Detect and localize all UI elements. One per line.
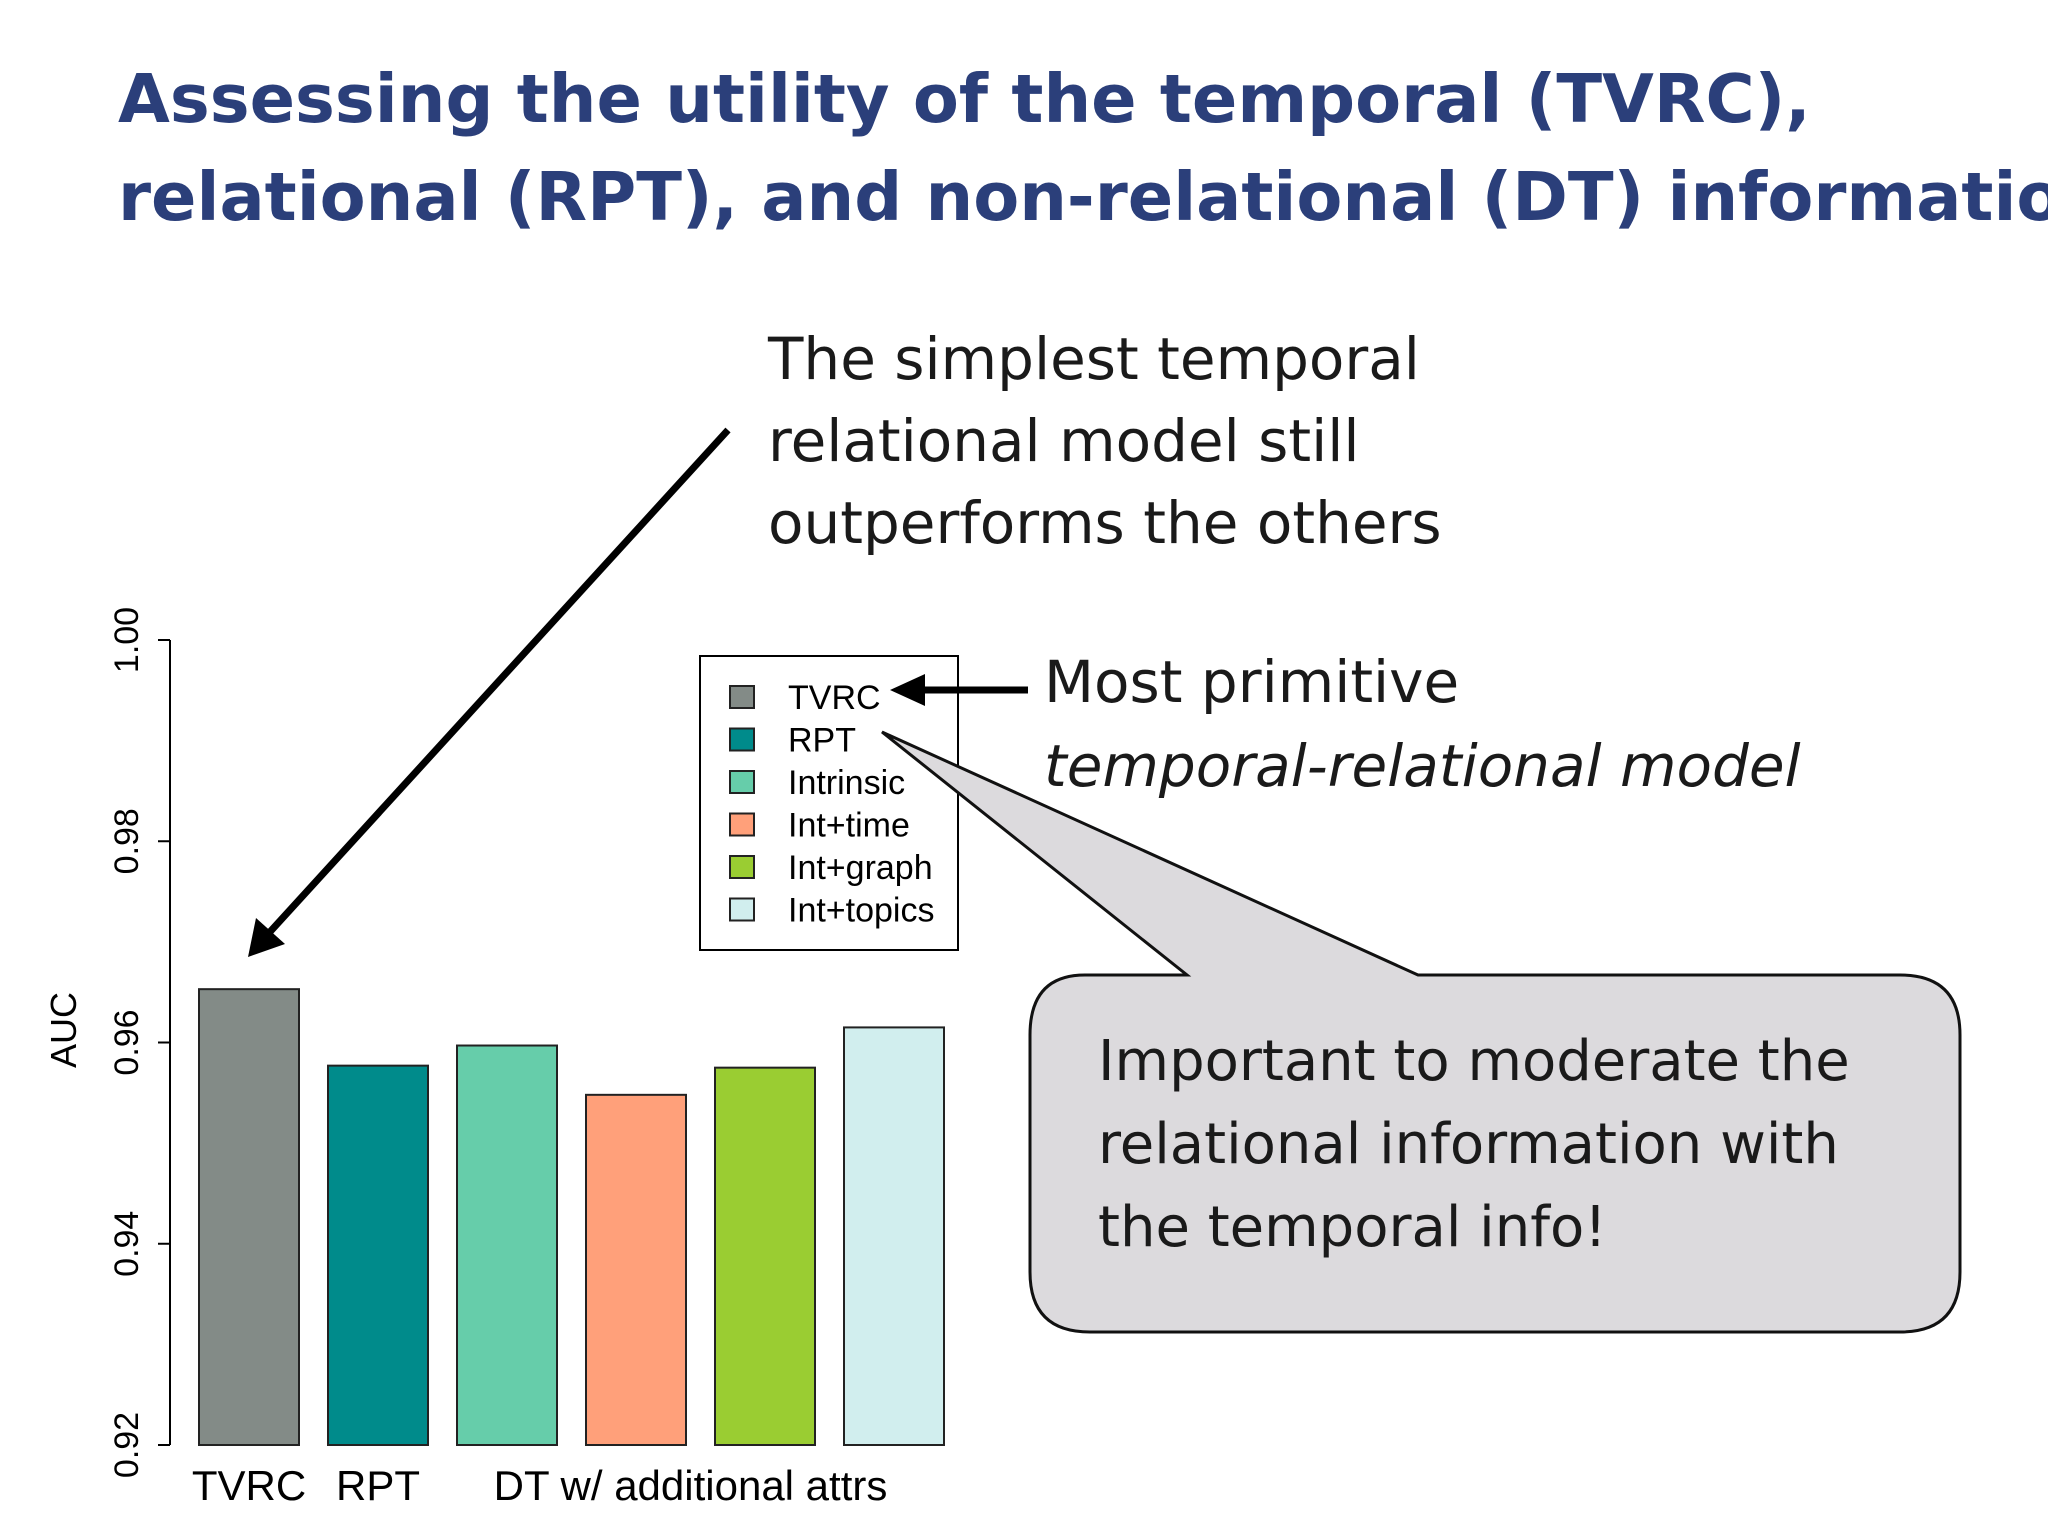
callout-line: The simplest temporal: [768, 325, 1420, 393]
legend-swatch: [729, 770, 755, 794]
legend-label: Intrinsic: [788, 764, 905, 802]
legend-label: RPT: [788, 722, 856, 760]
y-tick-label: 0.92: [108, 1412, 146, 1478]
legend-swatch: [729, 812, 755, 837]
arrow-to-legend-tvrc: [890, 674, 1028, 706]
slide-title: Assessing the utility of the temporal (T…: [118, 50, 2048, 246]
legend-label: Int+time: [788, 807, 910, 845]
bar-tvrc: [198, 988, 300, 1446]
x-group-label: DT w/ additional attrs: [494, 1462, 888, 1509]
speech-bubble-text: Important to moderate the relational inf…: [1098, 1020, 1958, 1269]
x-group-label: TVRC: [192, 1462, 306, 1509]
x-group-labels: TVRC RPT DT w/ additional attrs: [192, 1462, 888, 1509]
callout-line: Most primitive: [1044, 648, 1460, 716]
bar-intrinsic: [456, 1044, 558, 1447]
callout-most-primitive: Most primitive temporal-relational model: [1044, 640, 1804, 808]
y-tick-label: 0.96: [108, 1009, 146, 1075]
y-tick-label: 0.94: [108, 1211, 146, 1277]
title-line: Assessing the utility of the temporal (T…: [118, 60, 1811, 138]
legend-swatch: [729, 855, 755, 879]
legend-swatch: [729, 897, 755, 922]
y-axis-label: AUC: [43, 992, 84, 1068]
legend-swatch: [729, 727, 755, 752]
callout-line: outperforms the others: [768, 489, 1442, 557]
y-tick-label: 0.98: [108, 808, 146, 874]
callout-simplest-model: The simplest temporal relational model s…: [768, 318, 1528, 564]
callout-line-italic: temporal-relational model: [1044, 732, 1801, 800]
bars: [198, 988, 945, 1447]
bubble-line: the temporal info!: [1098, 1195, 1607, 1260]
speech-bubble: [881, 730, 1962, 1334]
bar-int-graph: [714, 1066, 816, 1446]
legend-swatch: [729, 685, 755, 709]
bubble-line: relational information with: [1098, 1112, 1839, 1177]
legend: TVRC RPT IntrinsicInt+timeInt+graphInt+top…: [699, 655, 959, 951]
bubble-line: Important to moderate the: [1098, 1029, 1850, 1094]
y-axis: 0.92 0.94 0.96 0.98 1.00: [108, 607, 171, 1478]
bar-int-topics: [843, 1026, 945, 1446]
legend-label: TVRC: [788, 679, 881, 717]
legend-label: Int+topics: [788, 892, 934, 930]
bar-rpt: [327, 1064, 429, 1447]
legend-label: Int+graph: [788, 849, 933, 887]
callout-line: relational model still: [768, 407, 1360, 475]
bar-int-time: [585, 1093, 687, 1446]
x-group-label: RPT: [336, 1462, 420, 1509]
title-line: relational (RPT), and non-relational (DT…: [118, 158, 2048, 236]
y-tick-label: 1.00: [108, 607, 146, 673]
arrow-to-tvrc-bar: [248, 427, 731, 957]
